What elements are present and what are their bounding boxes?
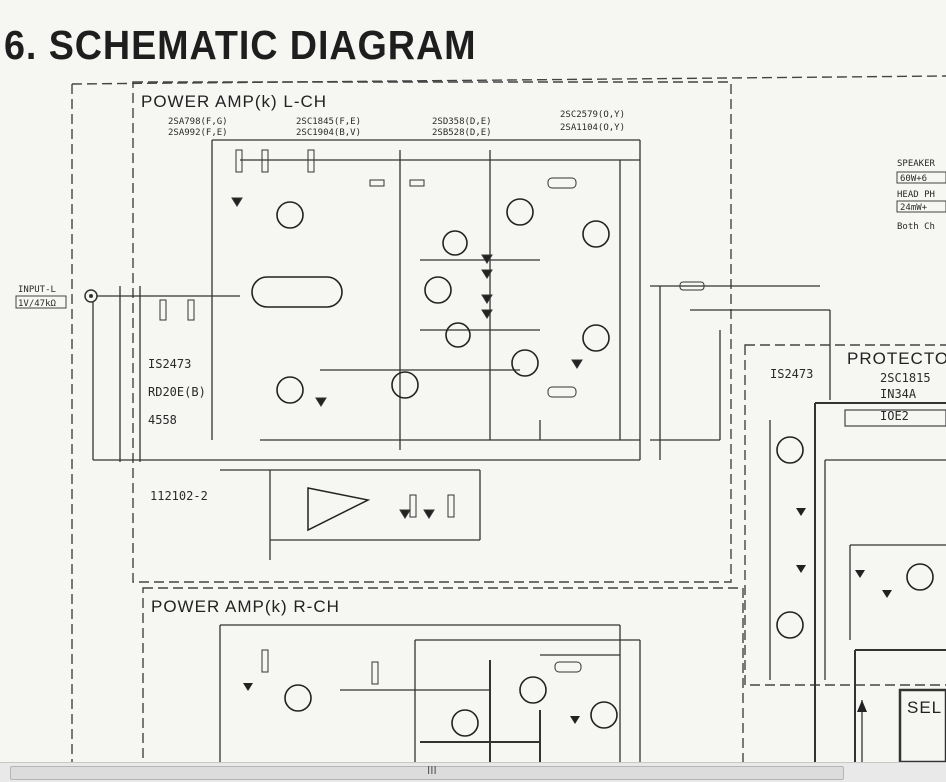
dual-transistor-icon (251, 276, 343, 308)
rch-heading: POWER AMP(k) R-CH (151, 597, 340, 616)
svg-text:Both Ch: Both Ch (897, 222, 935, 232)
transistor-icon (276, 201, 304, 229)
transistor-icon (582, 220, 610, 248)
lch-part-1: 2SA798(F,G) (168, 117, 228, 127)
scrollbar-thumb[interactable]: III (10, 764, 844, 780)
lch-block-outline (132, 81, 732, 583)
transistor-icon (442, 230, 468, 256)
svg-text:60W+6: 60W+6 (900, 174, 927, 184)
rch-wiring (219, 624, 641, 762)
transistor-icon (582, 324, 610, 352)
lch-part-7: 2SC2579(O,Y) (560, 110, 625, 120)
speaker-notes: SPEAKER 60W+6 HEAD PH 24mW+ Both Ch (896, 159, 946, 232)
lch-part-3: 2SC1845(F,E) (296, 117, 361, 127)
svg-text:HEAD PH: HEAD PH (897, 190, 935, 200)
lch-part-left-3: 4558 (148, 413, 177, 427)
lch-part-4: 2SC1904(B,V) (296, 128, 361, 138)
transistor-icon (445, 322, 471, 348)
lch-ic-code: 112102-2 (150, 489, 208, 503)
protect-wiring (769, 402, 946, 762)
lch-heading: POWER AMP(k) L-CH (141, 92, 327, 111)
rch-block-outline (142, 587, 744, 762)
schematic-drawing: POWER AMP(k) L-CH 2SA798(F,G) 2SA992(F,E… (15, 75, 946, 762)
page-title: 6. SCHEMATIC DIAGRAM (4, 22, 477, 68)
transistor-icon (391, 371, 419, 399)
protect-part-3: IOE2 (880, 409, 909, 423)
transistor-icon (276, 376, 304, 404)
arrow-up-icon (857, 700, 867, 712)
transistor-icon (511, 349, 539, 377)
lch-transistors (251, 198, 610, 532)
lch-wiring (92, 139, 831, 560)
transistor-icon (424, 276, 452, 304)
sel-label: SEL (907, 698, 942, 717)
transistor-icon (284, 684, 312, 712)
svg-text:24mW+: 24mW+ (900, 203, 928, 213)
opamp-icon (307, 487, 371, 532)
lch-part-8: 2SA1104(O,Y) (560, 123, 625, 133)
protect-part-2: IN34A (880, 387, 917, 401)
protect-part-1: 2SC1815 (880, 371, 931, 385)
lch-part-6: 2SB528(D,E) (432, 128, 492, 138)
svg-text:SPEAKER: SPEAKER (897, 159, 936, 169)
lch-part-left-2: RD20E(B) (148, 385, 206, 399)
transistor-icon (590, 701, 618, 729)
lch-part-2: 2SA992(F,E) (168, 128, 228, 138)
transistor-icon (776, 611, 804, 639)
lch-part-left-1: IS2473 (148, 357, 191, 371)
transistor-icon (506, 198, 534, 226)
protect-heading: PROTECTO (847, 349, 946, 368)
transistor-icon (451, 709, 479, 737)
transistor-icon (519, 676, 547, 704)
transistor-icon (776, 436, 804, 464)
schematic-sheet: 6. SCHEMATIC DIAGRAM POWER AMP(k) L-CH 2… (4, 22, 946, 762)
input-label: INPUT-L (18, 285, 56, 295)
horizontal-scrollbar[interactable]: III (0, 762, 946, 782)
protect-diode-1: IS2473 (770, 367, 813, 381)
input-spec: 1V/47kΩ (18, 299, 57, 309)
input-spec-box (15, 295, 67, 309)
protect-part-3-box (844, 409, 946, 427)
lch-part-5: 2SD358(D,E) (432, 117, 492, 127)
transistor-icon (906, 563, 934, 591)
frame-top-border (71, 75, 946, 85)
input-jack-center-icon (89, 294, 93, 298)
sel-block-outline (898, 688, 946, 762)
lch-components (159, 149, 705, 519)
scrollbar-grip-icon: III (427, 764, 437, 777)
